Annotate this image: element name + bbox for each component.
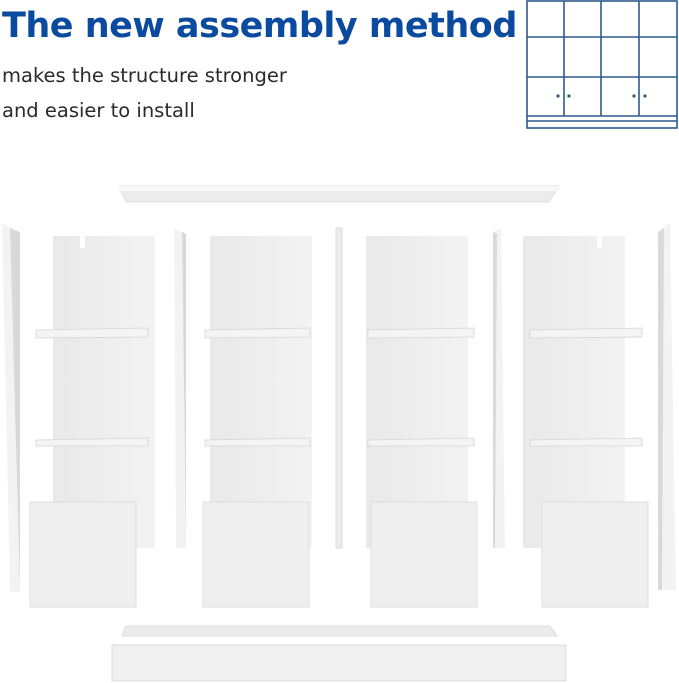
subline-install: and easier to install bbox=[2, 99, 195, 122]
back-panel-3 bbox=[366, 236, 468, 548]
divider-board-3 bbox=[493, 228, 505, 548]
back-panel-1 bbox=[53, 236, 155, 548]
divider-board-2 bbox=[335, 227, 343, 549]
headline: The new assembly method bbox=[2, 6, 517, 46]
cabinet-thumbnail-icon bbox=[526, 0, 678, 129]
subline-strength: makes the structure stronger bbox=[2, 64, 287, 87]
bottom-board bbox=[121, 625, 558, 637]
back-panel-4 bbox=[523, 236, 625, 548]
shelves-lower bbox=[35, 437, 643, 447]
plinth bbox=[111, 644, 567, 682]
top-board bbox=[118, 185, 560, 203]
shelves-upper bbox=[35, 327, 643, 339]
door-2 bbox=[202, 501, 310, 608]
doors bbox=[29, 501, 649, 608]
door-1 bbox=[29, 501, 137, 608]
divider-board-1 bbox=[174, 228, 186, 548]
door-3 bbox=[370, 501, 478, 608]
door-4 bbox=[541, 501, 649, 608]
back-panel-2 bbox=[210, 236, 312, 548]
side-board-left bbox=[2, 223, 20, 592]
side-board-right bbox=[658, 223, 676, 590]
